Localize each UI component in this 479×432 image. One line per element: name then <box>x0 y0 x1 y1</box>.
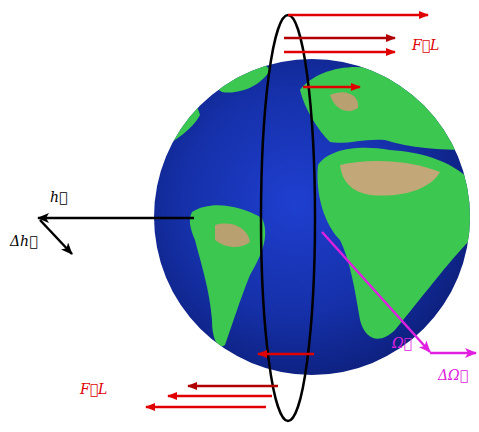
force-label: F⃗L <box>412 38 439 52</box>
force-label: F⃗L <box>80 382 107 396</box>
current-loop <box>261 15 315 421</box>
momentum-change-label: Δh⃗ <box>10 234 38 248</box>
rotation-change-label: ΔΩ⃗ <box>438 368 468 382</box>
rotation-label: Ω⃗ <box>392 336 412 350</box>
momentum-vector <box>38 218 194 254</box>
momentum-label: h⃗ <box>50 190 67 204</box>
force-arrows <box>146 15 428 407</box>
rotation-vector <box>322 232 476 353</box>
